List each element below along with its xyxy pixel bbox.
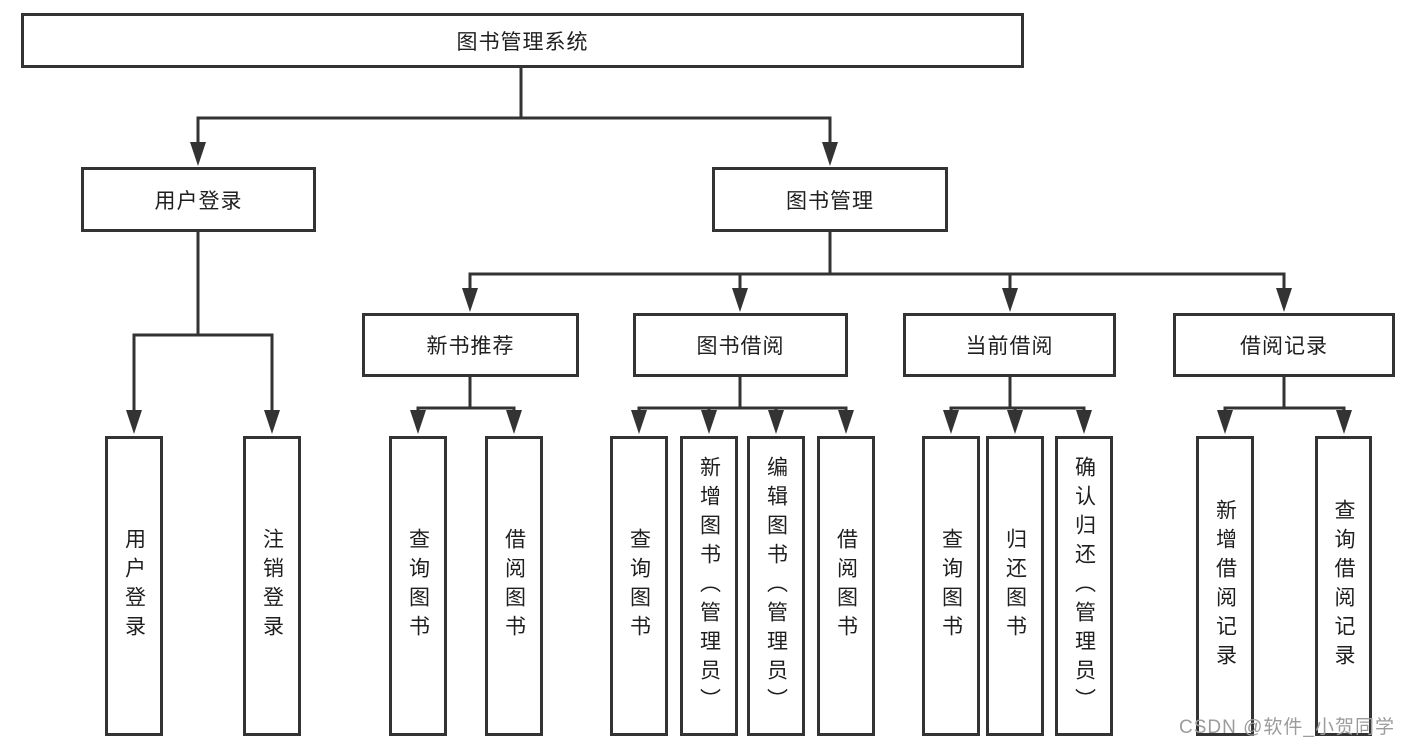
leaf-user-login: 用户登录 bbox=[105, 436, 163, 736]
node-user-login: 用户登录 bbox=[81, 167, 316, 232]
leaf-borrow-books-label: 借阅图书 bbox=[834, 528, 858, 644]
node-book-mgmt-label: 图书管理 bbox=[786, 189, 874, 213]
leaf-query-books-rec-label: 查询图书 bbox=[406, 528, 430, 644]
leaf-query-books-rec: 查询图书 bbox=[389, 436, 447, 736]
node-borrow-record-label: 借阅记录 bbox=[1240, 335, 1328, 358]
leaf-logout-label: 注销登录 bbox=[260, 528, 284, 644]
node-book-borrow-label: 图书借阅 bbox=[696, 335, 785, 358]
leaf-query-books-current-label: 查询图书 bbox=[939, 528, 963, 644]
leaf-query-borrow-record-label: 查询借阅记录 bbox=[1332, 499, 1355, 673]
leaf-logout: 注销登录 bbox=[243, 436, 301, 736]
leaf-query-books-current: 查询图书 bbox=[922, 436, 980, 736]
leaf-query-books-borrow-label: 查询图书 bbox=[627, 528, 651, 644]
leaf-add-borrow-record-label: 新增借阅记录 bbox=[1213, 499, 1237, 673]
leaf-query-borrow-record: 查询借阅记录 bbox=[1315, 436, 1372, 736]
node-current-borrow-label: 当前借阅 bbox=[965, 335, 1054, 358]
node-new-book-rec: 新书推荐 bbox=[362, 313, 579, 377]
leaf-user-login-label: 用户登录 bbox=[122, 528, 146, 644]
node-current-borrow: 当前借阅 bbox=[903, 313, 1116, 377]
leaf-add-borrow-record: 新增借阅记录 bbox=[1196, 436, 1254, 736]
leaf-confirm-return-admin: 确认归还（管理员） bbox=[1055, 436, 1113, 736]
leaf-edit-book-admin: 编辑图书（管理员） bbox=[747, 436, 805, 736]
leaf-edit-book-admin-label: 编辑图书（管理员） bbox=[764, 455, 788, 717]
leaf-add-book-admin: 新增图书（管理员） bbox=[680, 436, 738, 736]
leaf-confirm-return-admin-label: 确认归还（管理员） bbox=[1072, 455, 1096, 717]
node-book-borrow: 图书借阅 bbox=[633, 313, 848, 377]
node-new-book-rec-label: 新书推荐 bbox=[426, 335, 515, 358]
leaf-borrow-books-rec: 借阅图书 bbox=[485, 436, 543, 736]
node-borrow-record: 借阅记录 bbox=[1173, 313, 1395, 377]
leaf-borrow-books: 借阅图书 bbox=[817, 436, 875, 736]
leaf-return-book-label: 归还图书 bbox=[1003, 528, 1027, 644]
leaf-query-books-borrow: 查询图书 bbox=[610, 436, 668, 736]
node-root-label: 图书管理系统 bbox=[456, 30, 589, 54]
node-root: 图书管理系统 bbox=[21, 13, 1024, 68]
leaf-return-book: 归还图书 bbox=[986, 436, 1044, 736]
node-user-login-label: 用户登录 bbox=[154, 189, 243, 213]
node-book-mgmt: 图书管理 bbox=[712, 167, 948, 232]
leaf-add-book-admin-label: 新增图书（管理员） bbox=[697, 455, 721, 717]
leaf-borrow-books-rec-label: 借阅图书 bbox=[502, 528, 526, 644]
